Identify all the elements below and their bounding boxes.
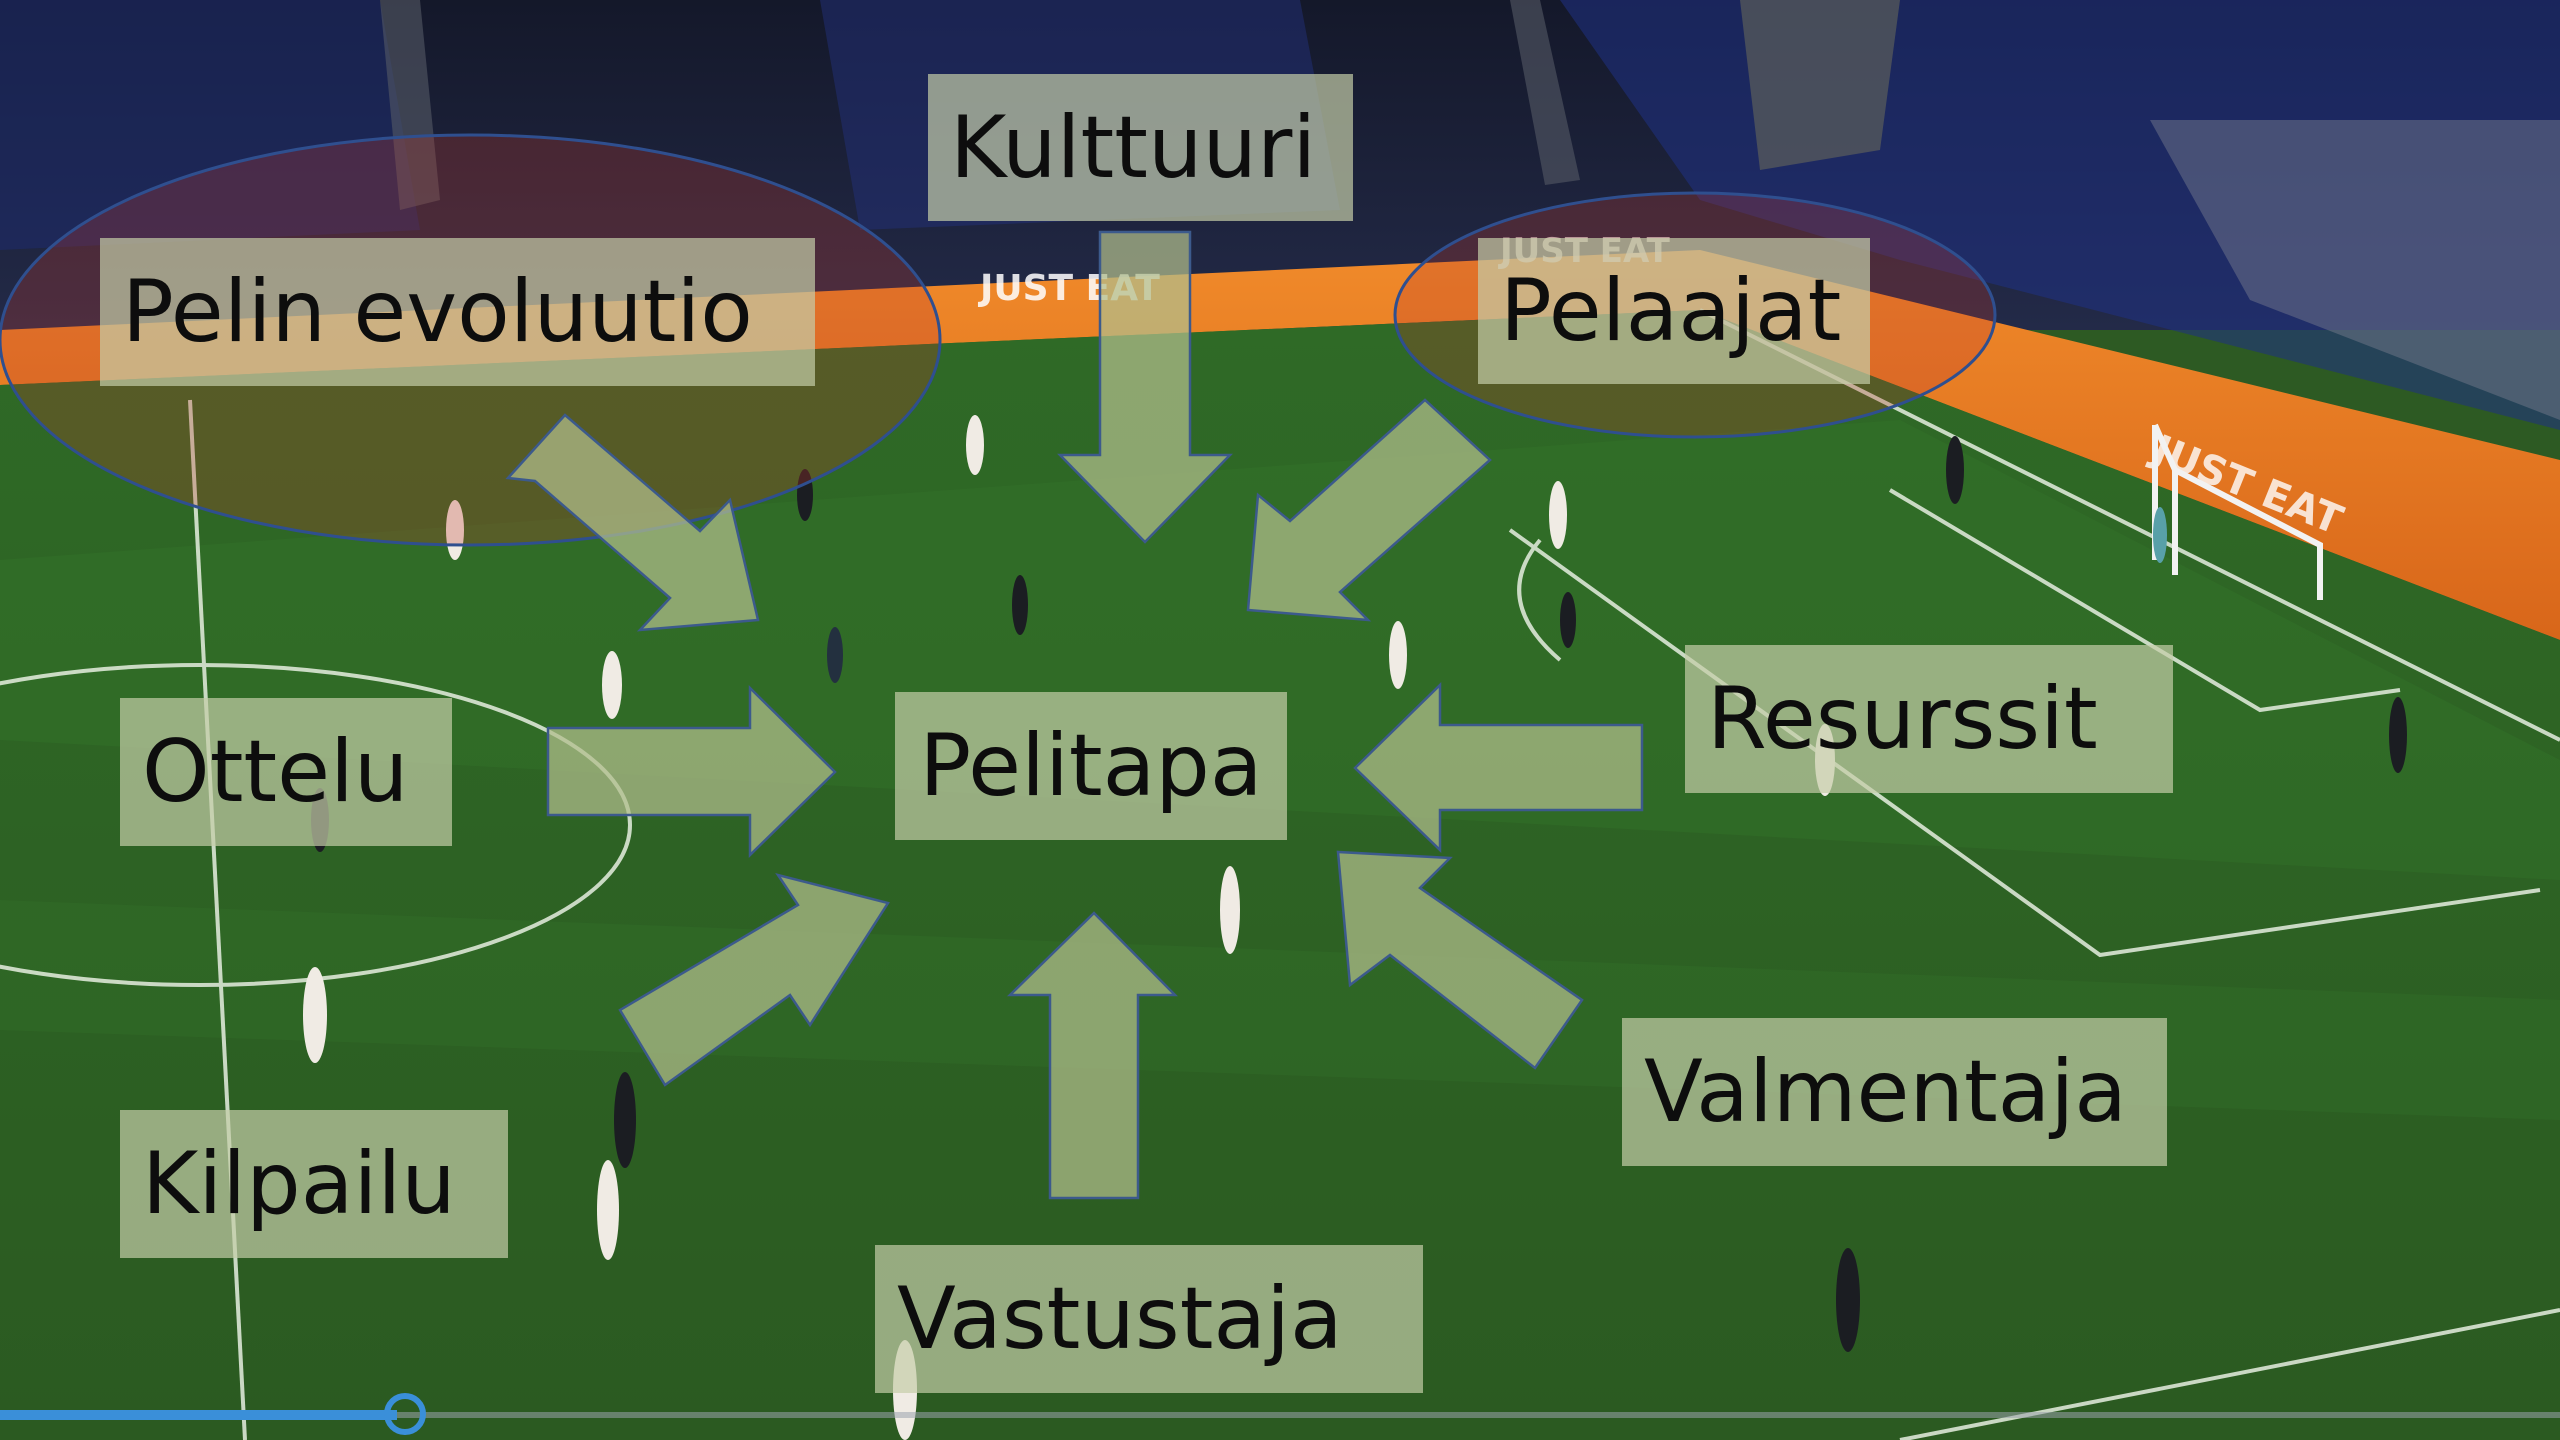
video-scrubber-handle[interactable] bbox=[384, 1393, 426, 1435]
label-pelaajat: Pelaajat bbox=[1478, 238, 1870, 384]
label-pelin-evoluutio: Pelin evoluutio bbox=[100, 238, 815, 386]
arrow-diag-downleft bbox=[1246, 398, 1492, 622]
label-kilpailu: Kilpailu bbox=[120, 1110, 508, 1258]
arrow-diag-upright bbox=[618, 872, 890, 1087]
arrow-diag-upleft bbox=[1336, 850, 1584, 1070]
label-valmentaja: Valmentaja bbox=[1622, 1018, 2167, 1166]
label-vastustaja: Vastustaja bbox=[875, 1245, 1423, 1393]
arrow-up bbox=[1006, 911, 1178, 1200]
arrow-left bbox=[1353, 682, 1644, 853]
video-progress-bar[interactable] bbox=[0, 1393, 2560, 1435]
label-resurssit: Resurssit bbox=[1685, 645, 2173, 793]
label-ottelu: Ottelu bbox=[120, 698, 452, 846]
arrow-right bbox=[546, 685, 837, 858]
arrow-down bbox=[1057, 230, 1233, 544]
label-kulttuuri: Kulttuuri bbox=[928, 74, 1353, 221]
label-pelitapa-center: Pelitapa bbox=[895, 692, 1287, 840]
arrow-diag-downright bbox=[505, 413, 760, 632]
video-progress-fill bbox=[0, 1410, 397, 1420]
